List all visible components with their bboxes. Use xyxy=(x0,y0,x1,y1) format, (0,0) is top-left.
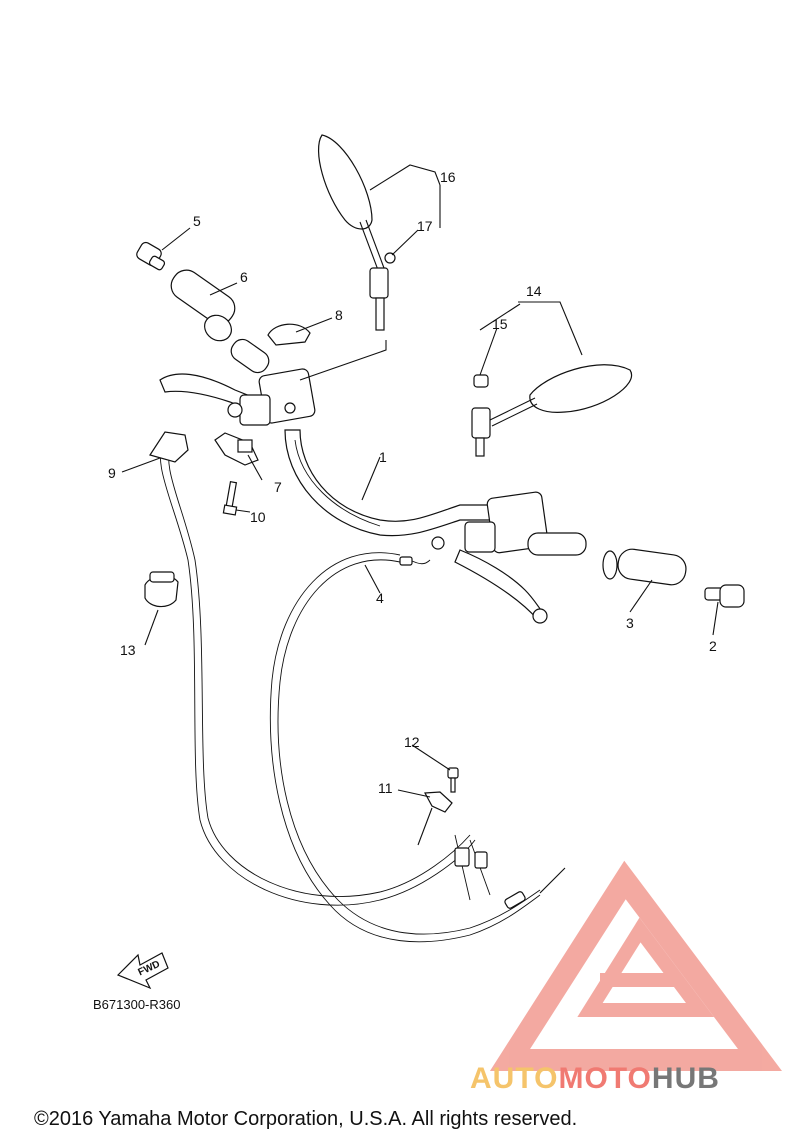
callout-1: 1 xyxy=(379,449,387,465)
right-grip xyxy=(527,532,687,586)
left-lever-assembly xyxy=(159,368,316,426)
callout-6: 6 xyxy=(240,269,248,285)
callout-11: 11 xyxy=(378,780,393,796)
handlebar xyxy=(284,429,521,537)
clamp-upper xyxy=(267,323,311,346)
callout-13: 13 xyxy=(120,642,136,658)
callout-9: 9 xyxy=(108,465,116,481)
clutch-cable xyxy=(149,431,476,906)
watermark-word-moto: MOTO xyxy=(558,1062,651,1095)
callout-7: 7 xyxy=(274,479,282,495)
cable-holder xyxy=(424,767,459,813)
callout-14: 14 xyxy=(526,283,542,299)
throttle-cables xyxy=(269,552,566,943)
callout-10: 10 xyxy=(250,509,266,525)
callout-8: 8 xyxy=(335,307,343,323)
callout-labels: 1 2 3 4 5 6 7 8 9 10 11 12 13 14 15 16 1… xyxy=(108,169,717,796)
callout-16: 16 xyxy=(440,169,456,185)
left-grip xyxy=(170,269,270,374)
bolt xyxy=(222,480,238,516)
left-mirror xyxy=(318,134,396,331)
copyright-notice: ©2016 Yamaha Motor Corporation, U.S.A. A… xyxy=(34,1108,577,1130)
callout-15: 15 xyxy=(492,316,508,332)
right-bar-end-weight xyxy=(704,584,745,608)
right-mirror xyxy=(471,364,633,457)
callout-5: 5 xyxy=(193,213,201,229)
fwd-arrow: FWD xyxy=(116,952,169,990)
watermark-word-auto: AUTO xyxy=(470,1062,558,1095)
left-bar-end-weight xyxy=(136,241,166,271)
right-lever-assembly xyxy=(431,491,549,624)
watermark-word-hub: HUB xyxy=(652,1062,720,1095)
diagram-code: B671300-R360 xyxy=(93,997,180,1012)
leader-lines xyxy=(121,164,719,846)
watermark-logo xyxy=(489,860,782,1071)
callout-4: 4 xyxy=(376,590,384,606)
watermark-wordmark: AUTOMOTOHUB xyxy=(470,1062,720,1095)
holder xyxy=(214,432,259,466)
cable-clamp xyxy=(144,571,179,608)
callout-2: 2 xyxy=(709,638,717,654)
callout-3: 3 xyxy=(626,615,634,631)
callout-17: 17 xyxy=(417,218,433,234)
callout-12: 12 xyxy=(404,734,420,750)
